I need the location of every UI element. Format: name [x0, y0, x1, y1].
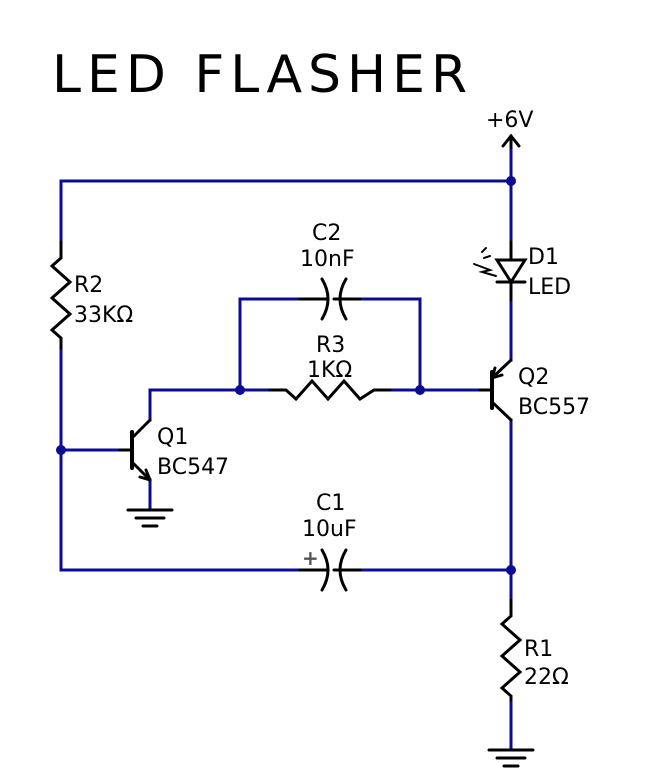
d1-ref: D1 [528, 245, 559, 270]
schematic-title: LED FLASHER [52, 45, 473, 105]
capacitor-plate-icon [338, 277, 348, 321]
capacitor-c2: C2 10nF [298, 221, 362, 321]
r1-ref: R1 [524, 637, 553, 662]
ground-q1 [126, 508, 174, 528]
emitter-arrow-icon [490, 366, 504, 380]
light-emission-icon [481, 247, 491, 259]
transistor-q1: Q1 BC547 [118, 418, 229, 482]
c1-polarity: + [302, 546, 319, 570]
ground-r1 [487, 748, 535, 768]
resistor-r3: R3 1KΩ [268, 333, 392, 402]
c2-ref: C2 [312, 221, 341, 246]
r2-value: 33KΩ [74, 303, 133, 328]
r2-ref: R2 [74, 273, 103, 298]
resistor-icon [49, 240, 73, 350]
capacitor-plate-icon [320, 277, 330, 321]
supply-label: +6V [486, 108, 533, 133]
junction-dot [506, 565, 516, 575]
q1-value: BC547 [157, 455, 229, 480]
capacitor-plate-icon [338, 548, 348, 592]
junction-dot [415, 385, 425, 395]
c1-value: 10uF [302, 517, 357, 542]
q2-ref: Q2 [518, 365, 549, 390]
junction-dot [506, 176, 516, 186]
q1-ref: Q1 [157, 425, 188, 450]
d1-value: LED [528, 275, 571, 300]
junction-dot [56, 445, 66, 455]
capacitor-c1: + C1 10uF [298, 491, 362, 592]
emitter-arrow-icon [138, 468, 152, 482]
transistor-q2: Q2 BC557 [478, 358, 590, 422]
diode-icon [494, 258, 528, 285]
junctions [56, 176, 516, 575]
capacitor-plate-icon [320, 548, 330, 592]
supply-terminal: +6V [486, 108, 533, 152]
resistor-icon [499, 598, 523, 702]
light-arrow-icon [473, 263, 497, 277]
r1-value: 22Ω [524, 665, 569, 690]
junction-dot [235, 385, 245, 395]
c2-value: 10nF [300, 247, 355, 272]
c1-ref: C1 [316, 491, 345, 516]
r3-value: 1KΩ [307, 358, 352, 383]
led-d1: D1 LED [473, 240, 571, 302]
resistor-r1: R1 22Ω [499, 598, 569, 702]
resistor-r2: R2 33KΩ [49, 240, 133, 350]
r3-ref: R3 [316, 333, 345, 358]
resistor-icon [268, 378, 392, 402]
wires [59, 148, 513, 752]
q2-value: BC557 [518, 395, 590, 420]
